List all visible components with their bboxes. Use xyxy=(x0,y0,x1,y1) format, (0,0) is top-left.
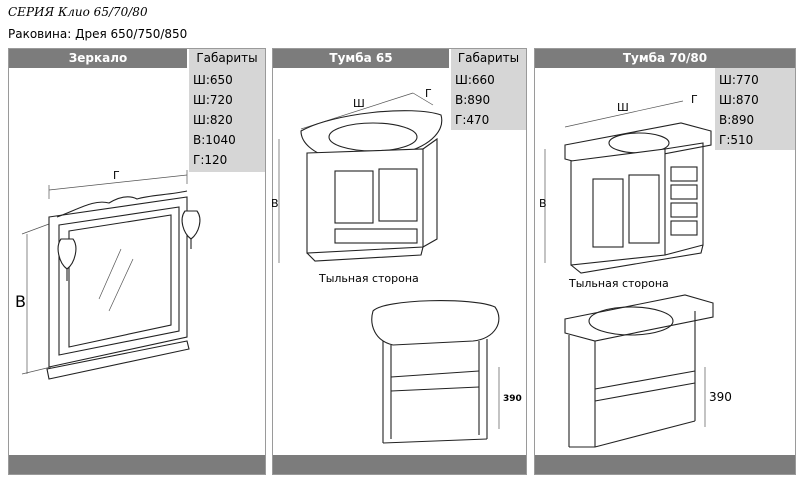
vanity65-dims-list: Ш:660 В:890 Г:470 xyxy=(451,68,526,130)
mirror-drawing: Г В xyxy=(15,169,201,380)
mirror-dim-4: В:1040 xyxy=(193,133,236,147)
mirror-footer-bar xyxy=(9,455,265,474)
vanity7080-front-drawing: Ш Г В Тыльная сторона 390 xyxy=(539,93,732,448)
mirror-dim-5: Г:120 xyxy=(193,153,228,167)
vanity65-footer-bar xyxy=(273,455,526,474)
sink-subtitle: Раковина: Дрея 650/750/850 xyxy=(8,27,188,41)
vanity7080-dim-4: Г:510 xyxy=(719,133,754,147)
vanity65-dim-2: В:890 xyxy=(455,93,491,107)
vanity65-dims-header: Габариты xyxy=(451,49,526,68)
vanity65-width-label: Ш xyxy=(353,97,365,110)
vanity7080-dim-1: Ш:770 xyxy=(719,73,759,87)
mirror-dim-1: Ш:650 xyxy=(193,73,233,87)
vanity7080-depth-label: Г xyxy=(691,93,698,106)
vanity7080-dims-list: Ш:770 Ш:870 В:890 Г:510 xyxy=(715,68,795,150)
vanity65-back-height: 390 xyxy=(503,394,522,404)
vanity65-depth-label: Г xyxy=(425,87,432,100)
vanity7080-height-label: В xyxy=(539,197,547,210)
series-title: СЕРИЯ Клио 65/70/80 xyxy=(8,5,148,19)
vanity65-back-caption: Тыльная сторона xyxy=(318,272,419,285)
vanity65-dim-3: Г:470 xyxy=(455,113,490,127)
vanity65-header: Тумба 65 xyxy=(273,49,449,68)
vanity65-front-drawing: Ш Г В Тыльная сторона 390 xyxy=(271,87,522,444)
mirror-dims-header: Габариты xyxy=(189,49,265,68)
vanity7080-back-caption: Тыльная сторона xyxy=(568,277,669,290)
vanity7080-dim-3: В:890 xyxy=(719,113,755,127)
mirror-dim-3: Ш:820 xyxy=(193,113,233,127)
mirror-dims-list: Ш:650 Ш:720 Ш:820 В:1040 Г:120 xyxy=(189,68,265,172)
vanity7080-back-height: 390 xyxy=(709,390,732,404)
mirror-header: Зеркало xyxy=(9,49,187,68)
vanity7080-header: Тумба 70/80 xyxy=(535,49,795,68)
vanity65-height-label: В xyxy=(271,197,279,210)
mirror-width-label: Г xyxy=(113,169,120,182)
vanity7080-width-label: Ш xyxy=(617,101,629,114)
vanity65-panel: Тумба 65 Габариты Ш:660 В:890 Г:470 Ш Г … xyxy=(271,48,527,475)
mirror-panel: Зеркало Габариты Ш:650 Ш:720 Ш:820 В:104… xyxy=(8,48,266,475)
mirror-height-label: В xyxy=(15,292,26,311)
mirror-dim-2: Ш:720 xyxy=(193,93,233,107)
vanity7080-panel: Тумба 70/80 Ш:770 Ш:870 В:890 Г:510 Ш Г … xyxy=(534,48,796,475)
vanity65-dim-1: Ш:660 xyxy=(455,73,495,87)
vanity7080-footer-bar xyxy=(535,455,795,474)
vanity7080-dim-2: Ш:870 xyxy=(719,93,759,107)
